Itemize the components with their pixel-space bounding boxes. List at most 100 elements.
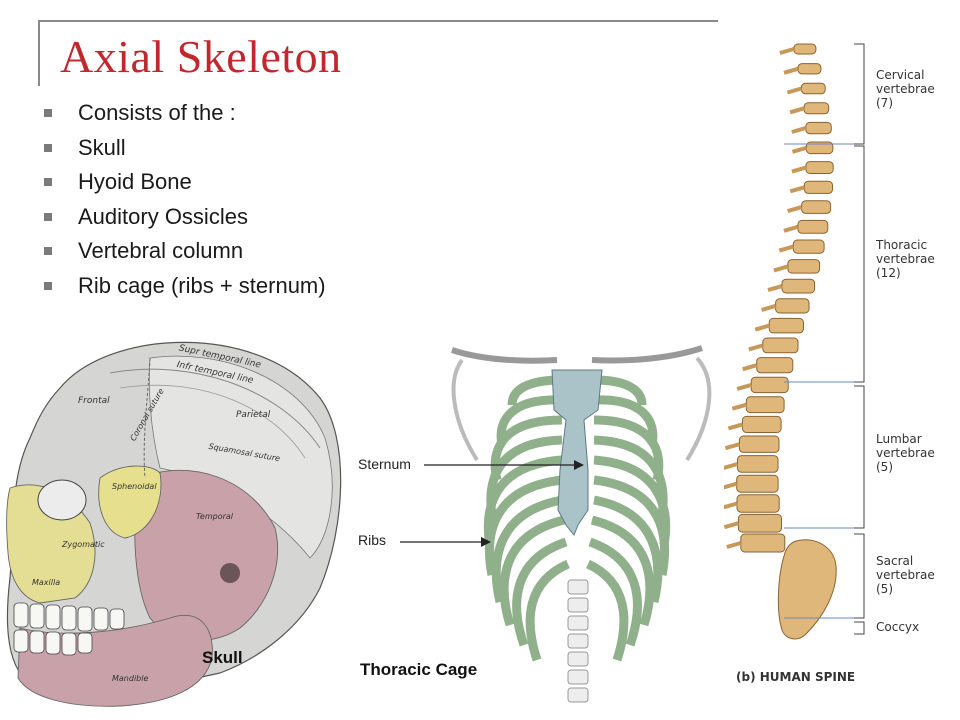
shoulder-left [451, 358, 479, 462]
vertebra [737, 513, 782, 533]
region-tick-lines [784, 143, 854, 619]
spinous-process [742, 363, 758, 372]
spinous-process [787, 205, 803, 214]
vertebra [768, 317, 804, 334]
sternum-shape [551, 369, 603, 536]
spinous-process [748, 343, 764, 352]
spinous-process [783, 224, 799, 233]
spine-region-name: Cervical [876, 68, 925, 82]
spinous-process [754, 323, 770, 332]
skull-label-maxilla: Maxilla [32, 578, 61, 587]
vertebral-column-illustration [724, 43, 865, 640]
vertebra [803, 180, 834, 194]
skull-label-temporal: Temporal [196, 512, 233, 521]
spinous-process [789, 106, 805, 115]
thoracic-cage-caption: Thoracic Cage [360, 660, 478, 679]
spine-region-name: Lumbar [876, 432, 922, 446]
spine-region-lumbar: Lumbar vertebrae (5) [876, 432, 935, 474]
bullet-item: Hyoid Bone [44, 165, 326, 200]
skull-label-mandible: Mandible [112, 674, 149, 683]
bullet-item: Consists of the : [44, 96, 326, 131]
clavicle-left [451, 347, 558, 364]
slide-frame-left [38, 20, 40, 86]
spinous-process [778, 244, 794, 253]
bullet-item: Rib cage (ribs + sternum) [44, 269, 326, 304]
vertebra [805, 161, 834, 174]
spine-caption: (b) HUMAN SPINE [736, 670, 856, 684]
bullet-item: Vertebral column [44, 234, 326, 269]
spinous-process [783, 66, 799, 75]
vertebra [762, 337, 799, 354]
vertebra [775, 298, 810, 314]
temporal-bone [134, 469, 279, 641]
bullet-text: Rib cage (ribs + sternum) [78, 272, 326, 298]
vertebra [792, 239, 825, 254]
spinous-process [791, 145, 807, 154]
skull-label-sphenoidal: Sphenoidal [112, 482, 157, 491]
bullet-text: Skull [78, 134, 126, 160]
sphenoid-bone [98, 465, 162, 539]
spinous-process [789, 185, 805, 194]
vertebra [740, 533, 786, 553]
ribs-arrowhead-icon [481, 537, 491, 547]
temporal-line-lower [119, 384, 306, 459]
spine-illustration-panel: Cervical vertebrae (7) Thoracic vertebra… [724, 36, 960, 700]
thoracic-cage-panel: Sternum Ribs Thoracic Cage [352, 320, 722, 715]
vertebra [756, 357, 794, 374]
slide-frame-top [38, 20, 718, 22]
temporal-line [109, 368, 321, 449]
spine-region-sub: vertebrae [876, 82, 935, 96]
ribs-right [585, 375, 671, 662]
vertebra [801, 200, 832, 214]
spine-region-thoracic: Thoracic vertebrae (12) [876, 238, 935, 280]
bullet-square-icon [44, 178, 52, 187]
spinous-process [767, 284, 783, 293]
spinous-process [791, 126, 807, 134]
spine-region-sacral: Sacral vertebrae (5) [876, 554, 935, 596]
skull-label-zygomatic: Zygomatic [62, 540, 105, 549]
bullet-square-icon [44, 109, 52, 118]
vertebra [805, 121, 832, 135]
skull-illustration-panel: Supr temporal line Infr temporal line Fr… [0, 328, 350, 713]
vertebra [781, 278, 816, 294]
spine-region-count: (5) [876, 460, 893, 474]
sternum-label: Sternum [358, 456, 411, 472]
spinous-process [731, 402, 747, 411]
spinous-process [761, 303, 777, 312]
skull-label-frontal: Frontal [78, 396, 110, 406]
vertebra [750, 376, 789, 394]
spine-region-coccyx: Coccyx [876, 620, 919, 634]
bullet-text: Vertebral column [78, 238, 244, 264]
spinous-process [773, 264, 789, 273]
parietal-bone [148, 355, 333, 559]
vertebra [736, 474, 779, 493]
spine-region-cervical: Cervical vertebrae (7) [876, 68, 935, 110]
spinous-process [724, 481, 738, 490]
spine-region-count: (5) [876, 582, 893, 596]
vertebra [797, 219, 829, 234]
vertebra [793, 43, 817, 55]
sacrum-shape [777, 539, 837, 640]
spine-region-sub: vertebrae [876, 252, 935, 266]
spinous-process [726, 541, 742, 549]
bullet-square-icon [44, 247, 52, 256]
thoracic-spine-column [567, 579, 589, 703]
bullet-square-icon [44, 281, 52, 290]
spinous-process [786, 86, 802, 95]
bullet-text: Consists of the : [78, 100, 236, 126]
coronal-suture [143, 357, 151, 479]
skull-label-parietal: Parietal [236, 410, 271, 420]
spinous-process [724, 442, 740, 451]
spinous-process [727, 422, 743, 431]
skull-caption: Skull [202, 648, 243, 667]
ribs-label: Ribs [358, 532, 387, 548]
spinous-process [724, 501, 738, 510]
vertebra [797, 63, 822, 75]
shoulder-right [685, 356, 712, 462]
spinous-process [724, 462, 739, 470]
sternum-arrowhead-icon [574, 460, 584, 470]
spinous-process [791, 165, 807, 174]
spine-region-name: Coccyx [876, 620, 920, 634]
teeth [13, 602, 125, 656]
spine-region-name: Thoracic [876, 238, 928, 252]
